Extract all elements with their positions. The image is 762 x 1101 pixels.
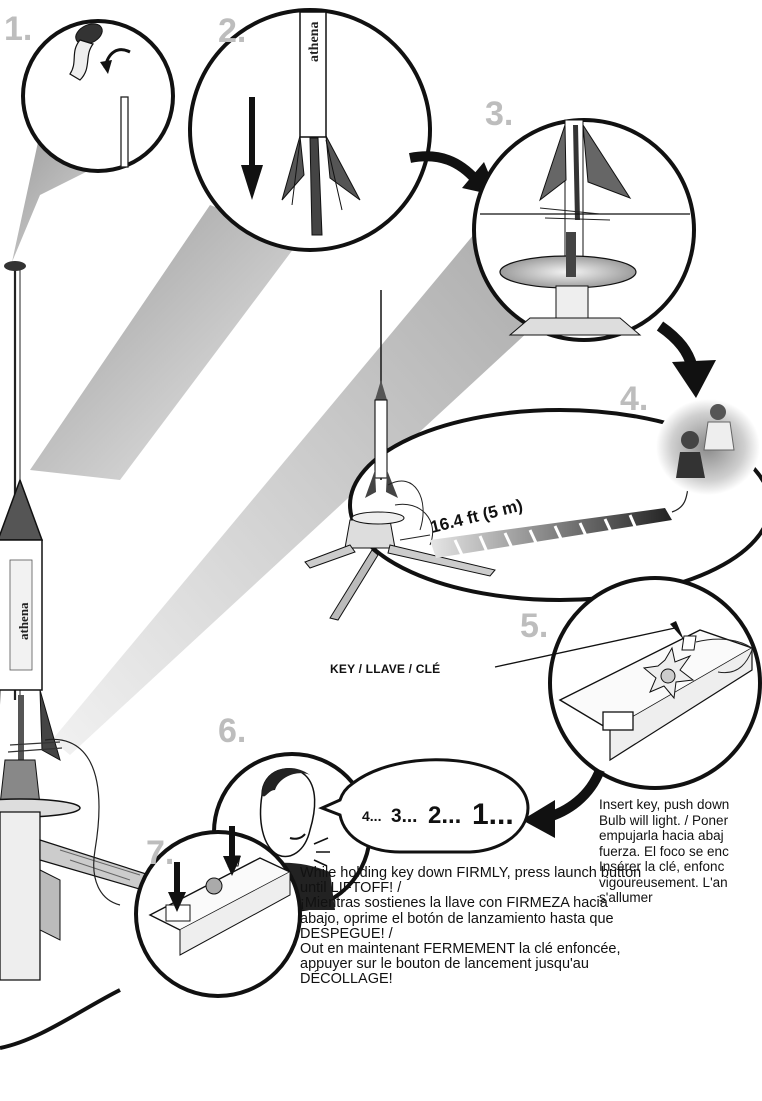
insert-key-line: empujarla hacia abaj [599, 828, 762, 844]
large-rocket-brand: athena [16, 602, 31, 640]
arrow-step3-to-step4 [660, 326, 692, 366]
hold-key-line: DESPEGUE! / [300, 927, 740, 942]
step2-number: 2. [218, 12, 246, 50]
step7-number: 7. [146, 834, 174, 872]
countdown-speech-bubble: 4... 3... 2... 1... [322, 760, 528, 852]
step3-number: 3. [485, 95, 513, 133]
countdown-one: 1... [472, 798, 514, 831]
step2-rocket-brand: athena [307, 22, 322, 62]
step6-number: 6. [218, 712, 246, 750]
hold-key-line: While holding key down FIRMLY, press lau… [300, 866, 740, 881]
key-label: KEY / LLAVE / CLÉ [330, 662, 440, 676]
hold-key-instructions: While holding key down FIRMLY, press lau… [300, 866, 740, 988]
beam-step2 [30, 205, 300, 480]
step5-circle [550, 578, 760, 788]
hold-key-line: ¡Mientras sostienes la llave con FIRMEZA… [300, 896, 740, 911]
hold-key-line: Out en maintenant FERMEMENT la clé enfon… [300, 942, 740, 957]
step1-circle [23, 20, 173, 171]
hold-key-line: DÉCOLLAGE! [300, 972, 740, 987]
hold-key-line: abajo, oprime el botón de lanzamiento ha… [300, 912, 740, 927]
insert-key-line: Bulb will light. / Poner [599, 813, 762, 829]
insert-key-line: fuerza. El foco se enc [599, 844, 762, 860]
countdown-four: 4... [362, 808, 381, 824]
step3-circle [474, 120, 694, 340]
insert-key-line: Insert key, push down [599, 797, 762, 813]
countdown-three: 3... [391, 806, 417, 827]
step5-number: 5. [520, 607, 548, 645]
step4-number: 4. [620, 380, 648, 418]
hold-key-line: until LIFTOFF! / [300, 881, 740, 896]
step1-number: 1. [4, 10, 32, 48]
countdown-two: 2... [428, 802, 461, 829]
